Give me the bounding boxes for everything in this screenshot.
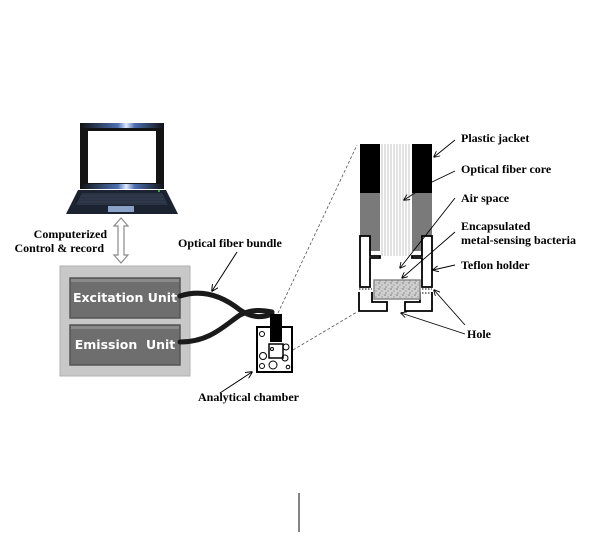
fiber-label: Optical fiber bundle (178, 236, 282, 250)
optical-fiber-bundle (177, 290, 275, 345)
magnification-lines (277, 144, 358, 351)
chamber-pointer-arrow (219, 372, 252, 394)
callout-teflon-holder: Teflon holder (461, 258, 530, 272)
callout-plastic-jacket: Plastic jacket (461, 131, 529, 145)
excitation-unit-label: Excitation Unit (73, 290, 177, 305)
emission-unit: Emission Unit (69, 324, 181, 366)
emission-unit-label: Emission Unit (75, 337, 176, 352)
computer-link-label-line2: Control & record (14, 241, 104, 255)
excitation-unit: Excitation Unit (69, 277, 181, 319)
fiber-pointer-arrow (212, 251, 238, 291)
double-arrow-vertical-icon (112, 217, 130, 264)
probe-cross-section (358, 144, 433, 312)
callout-optical-fiber-core: Optical fiber core (461, 162, 552, 176)
instrument-panel: Excitation Unit Emission Unit (59, 265, 191, 377)
bacteria-capsule (373, 279, 421, 300)
probe-callout-arrows (400, 139, 466, 335)
callout-encapsulated-line1: Encapsulated (461, 219, 531, 233)
analytical-chamber (256, 314, 293, 373)
computer-link-label-line1: Computerized (34, 227, 108, 241)
callout-air-space: Air space (461, 191, 510, 205)
laptop-icon (66, 123, 178, 214)
callout-hole: Hole (467, 327, 492, 341)
callout-encapsulated-line2: metal-sensing bacteria (461, 233, 576, 247)
chamber-label: Analytical chamber (198, 390, 300, 404)
